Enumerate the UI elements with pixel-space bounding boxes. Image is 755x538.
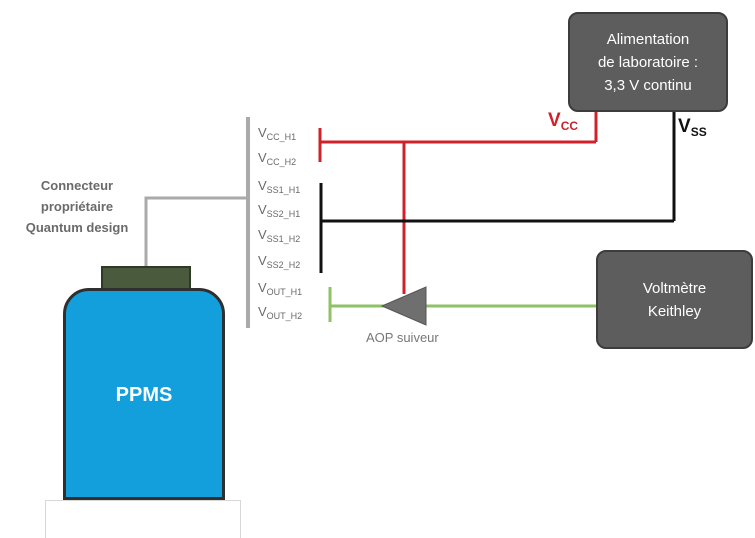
pin-label-vout-h2: VOUT_H2	[258, 305, 302, 323]
power-supply-box: Alimentation de laboratoire : 3,3 V cont…	[568, 12, 728, 112]
pin-label-vcc-h1: VCC_H1	[258, 126, 296, 144]
connector-label: Connecteur propriétaire Quantum design	[14, 175, 140, 238]
pin-label-vss1-h1: VSS1_H1	[258, 179, 300, 197]
pin-label-sub: SS2_H2	[266, 260, 301, 270]
pin-label-vss1-h2: VSS1_H2	[258, 228, 300, 246]
voltmeter-box: Voltmètre Keithley	[596, 250, 753, 349]
pin-label-vss2-h1: VSS2_H1	[258, 203, 300, 221]
voltmeter-line: Keithley	[647, 302, 702, 320]
pin-label-main: V	[258, 253, 267, 268]
vcc-rail-label-main: V	[548, 110, 561, 131]
vcc-rail-label-sub: CC	[560, 119, 579, 133]
ppms-cryostat	[63, 288, 225, 500]
pin-label-vss2-h2: VSS2_H2	[258, 254, 300, 272]
pin-label-vcc-h2: VCC_H2	[258, 151, 296, 169]
pin-label-main: V	[258, 150, 267, 165]
power-supply-line: Alimentation	[606, 30, 690, 48]
pin-label-sub: CC_H2	[266, 157, 297, 167]
ppms-label: PPMS	[115, 384, 173, 406]
ppms-base	[45, 500, 241, 538]
pin-label-main: V	[258, 304, 267, 319]
vcc-rail-label: VCC	[548, 110, 578, 133]
power-supply-line: de laboratoire :	[597, 53, 699, 71]
pin-label-sub: OUT_H2	[266, 311, 303, 321]
pin-label-main: V	[258, 125, 267, 140]
vss-rail-label-main: V	[678, 116, 691, 137]
power-supply-line: 3,3 V continu	[604, 76, 692, 94]
pin-label-main: V	[258, 202, 267, 217]
pin-label-vout-h1: VOUT_H1	[258, 281, 302, 299]
connector-label-line: Quantum design	[25, 220, 129, 235]
op-amp-follower-icon	[380, 286, 427, 326]
pin-label-sub: SS1_H1	[266, 185, 301, 195]
vss-rail-label-sub: SS	[690, 125, 707, 139]
pin-label-sub: SS1_H2	[266, 234, 301, 244]
pin-label-sub: OUT_H1	[266, 287, 303, 297]
connector-label-line: Connecteur	[40, 178, 114, 193]
pin-label-main: V	[258, 178, 267, 193]
pin-label-sub: CC_H1	[266, 132, 297, 142]
vss-rail-label: VSS	[678, 116, 707, 139]
ppms-connector-cap	[101, 266, 191, 290]
connector-cable	[144, 196, 248, 268]
pin-label-main: V	[258, 227, 267, 242]
pin-label-main: V	[258, 280, 267, 295]
connector-label-line: propriétaire	[40, 199, 114, 214]
voltmeter-line: Voltmètre	[642, 279, 707, 297]
op-amp-label: AOP suiveur	[366, 330, 439, 345]
pin-label-sub: SS2_H1	[266, 209, 301, 219]
